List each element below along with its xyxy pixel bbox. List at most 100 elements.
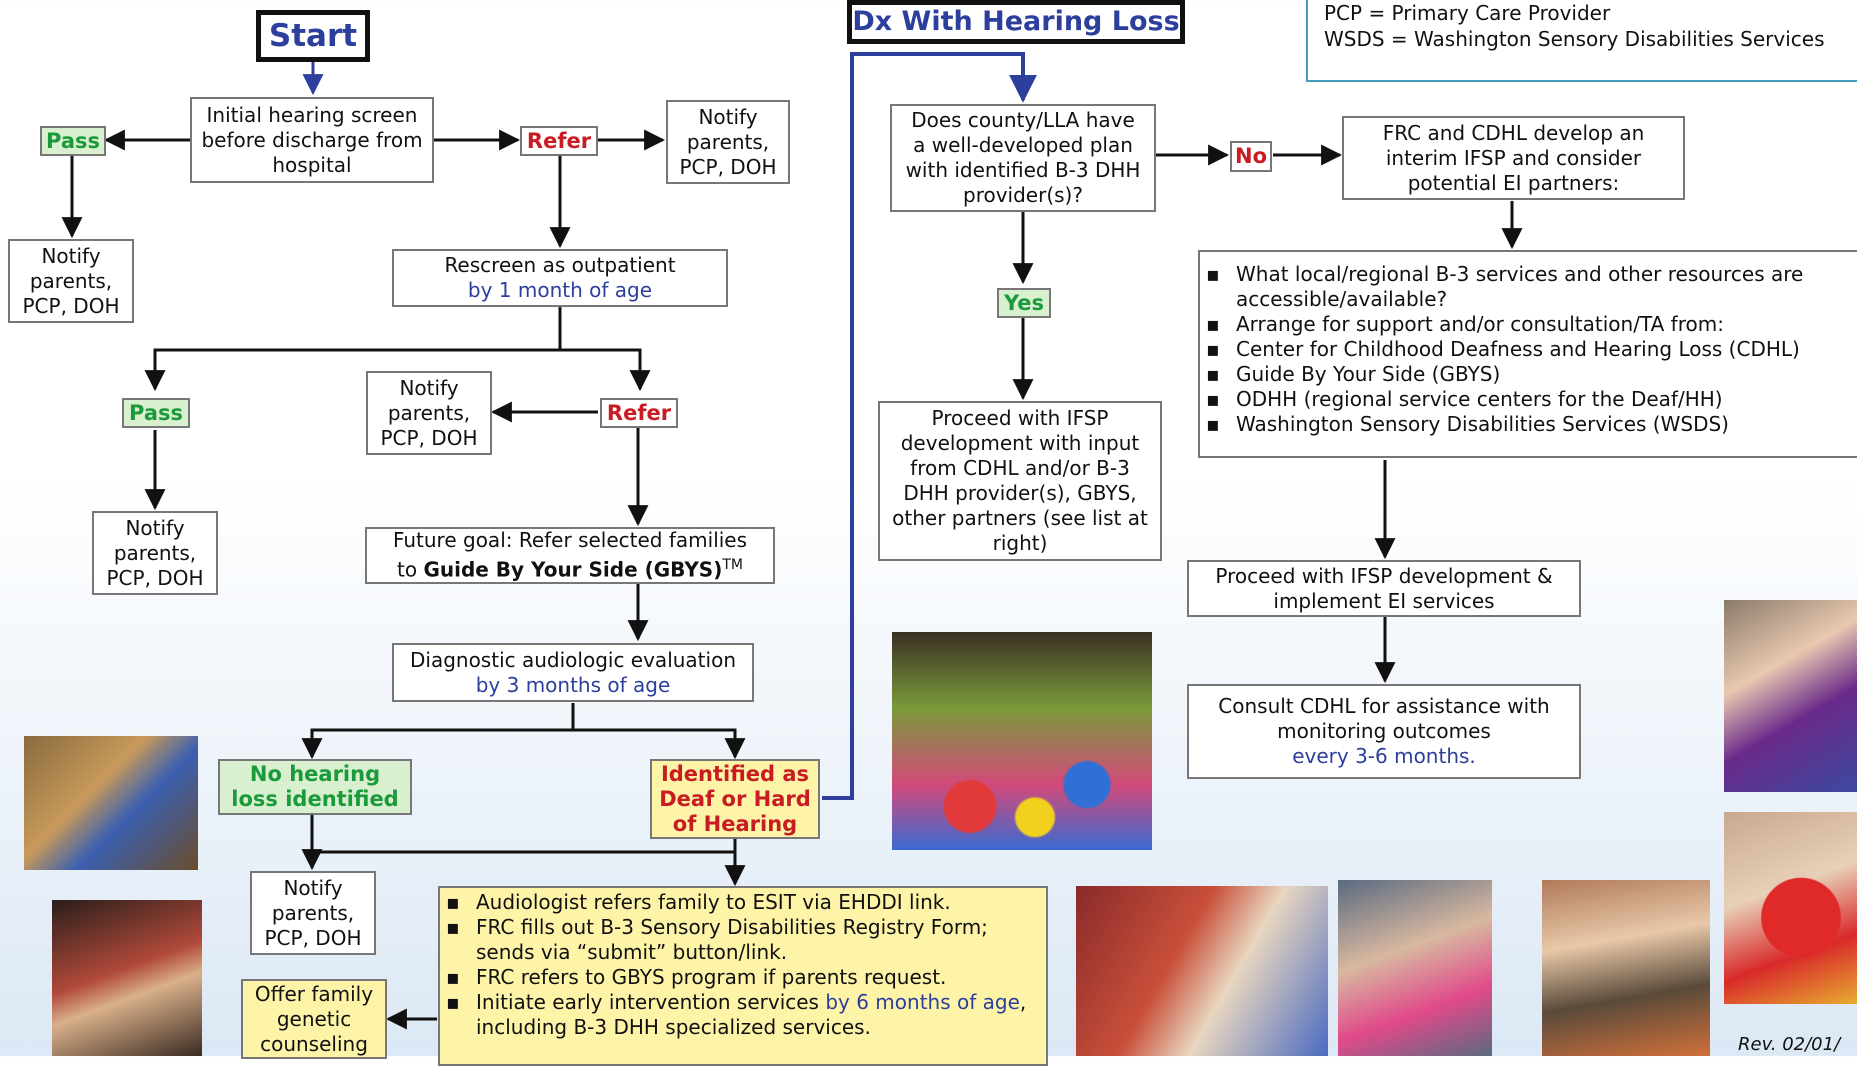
resources-list: What local/regional B-3 services and oth… [1202, 262, 1857, 437]
notify-line: Notify [125, 515, 185, 540]
proceed-ifsp-with-input-box: Proceed with IFSP development with input… [878, 401, 1162, 561]
notify-line: parents, [113, 540, 197, 565]
resource-item: Center for Childhood Deafness and Hearin… [1202, 337, 1857, 362]
pass-badge-1: Pass [40, 126, 106, 156]
identified-line: Identified as [660, 761, 810, 786]
notify-box-refer2: Notify parents, PCP, DOH [366, 371, 492, 455]
resource-item: Arrange for support and/or consultation/… [1202, 312, 1857, 337]
question-line: a well-developed plan [913, 133, 1133, 157]
trademark-mark: TM [722, 557, 743, 574]
notify-line: Notify [283, 875, 343, 900]
notify-line: PCP, DOH [264, 925, 362, 950]
notify-box-noloss: Notify parents, PCP, DOH [250, 871, 376, 955]
implement-line: Proceed with IFSP development & [1215, 563, 1553, 588]
notify-line: PCP, DOH [380, 425, 478, 450]
initial-screen-line: hospital [272, 152, 352, 177]
photo-rubber-duck [1724, 812, 1857, 1004]
photo-girl-drawing [24, 736, 198, 870]
genetic-line: counseling [260, 1031, 368, 1056]
photo-toddler-toy [1542, 880, 1710, 1056]
identified-dhh-box: Identified as Deaf or Hard of Hearing [650, 759, 820, 839]
consult-line: monitoring outcomes [1277, 719, 1491, 743]
action-item: FRC fills out B-3 Sensory Disabilities R… [442, 915, 1038, 965]
no-badge: No [1230, 141, 1272, 172]
proceed-line: other partners (see list at [892, 506, 1148, 530]
notify-line: parents, [29, 268, 113, 293]
question-line: Does county/LLA have [911, 108, 1135, 132]
notify-line: parents, [271, 900, 355, 925]
initial-screen-line: before discharge from [201, 127, 423, 152]
legend-wsds: WSDS = Washington Sensory Disabilities S… [1324, 27, 1825, 51]
action-text: , including B-3 DHH specialized services… [476, 990, 1027, 1039]
notify-line: PCP, DOH [679, 154, 777, 179]
proceed-ifsp-implement-box: Proceed with IFSP development & implemen… [1187, 560, 1581, 617]
pass-badge-2: Pass [122, 398, 190, 428]
future-goal-prefix: to [397, 557, 424, 582]
legend-pcp: PCP = Primary Care Provider [1324, 1, 1611, 25]
notify-line: Notify [41, 243, 101, 268]
yes-badge: Yes [997, 288, 1051, 318]
action-item: Audiologist refers family to ESIT via EH… [442, 890, 1038, 915]
notify-line: PCP, DOH [106, 565, 204, 590]
action-text: Audiologist refers family to ESIT via EH… [476, 890, 951, 914]
proceed-line: right) [992, 531, 1048, 555]
diagnostic-line: Diagnostic audiologic evaluation [409, 647, 736, 672]
resource-item: ODHH (regional service centers for the D… [1202, 387, 1857, 412]
no-hearing-loss-box: No hearing loss identified [218, 759, 412, 815]
interim-line: potential EI partners: [1407, 170, 1620, 195]
photo-family-toys [1076, 886, 1328, 1056]
question-line: provider(s)? [963, 183, 1083, 207]
interim-line: interim IFSP and consider [1385, 145, 1642, 170]
consult-line: Consult CDHL for assistance with [1218, 694, 1550, 718]
resource-item: Guide By Your Side (GBYS) [1202, 362, 1857, 387]
resources-list-box: What local/regional B-3 services and oth… [1198, 250, 1857, 458]
photo-baby-with-mother [1724, 600, 1857, 792]
notify-line: PCP, DOH [22, 293, 120, 318]
refer-badge-1: Refer [520, 126, 598, 156]
resource-item: Washington Sensory Disabilities Services… [1202, 412, 1857, 437]
genetic-counseling-box: Offer family genetic counseling [241, 979, 387, 1059]
revision-date: Rev. 02/01/ [1738, 1034, 1841, 1055]
initial-screen-line: Initial hearing screen [206, 102, 418, 127]
abbreviation-legend: PCP = Primary Care Provider WSDS = Washi… [1306, 0, 1857, 82]
rescreen-box: Rescreen as outpatient by 1 month of age [392, 249, 728, 307]
no-loss-line: No hearing [249, 762, 381, 786]
action-text: Initiate early intervention services [476, 990, 826, 1014]
notify-box-pass2: Notify parents, PCP, DOH [92, 511, 218, 595]
future-goal-box: Future goal: Refer selected families to … [365, 527, 775, 584]
initial-hearing-screen-box: Initial hearing screen before discharge … [190, 97, 434, 183]
proceed-line: Proceed with IFSP [931, 406, 1109, 430]
dx-title: Dx With Hearing Loss [847, 0, 1185, 44]
genetic-line: Offer family [254, 981, 374, 1006]
interim-line: FRC and CDHL develop an [1382, 120, 1645, 145]
notify-box-refer1: Notify parents, PCP, DOH [666, 100, 790, 184]
action-text: FRC fills out B-3 Sensory Disabilities R… [476, 915, 988, 964]
proceed-line: DHH provider(s), GBYS, [903, 481, 1137, 505]
action-item: FRC refers to GBYS program if parents re… [442, 965, 1038, 990]
action-item: Initiate early intervention services by … [442, 990, 1038, 1040]
start-title: Start [256, 10, 370, 62]
question-line: with identified B-3 DHH [905, 158, 1141, 182]
identified-line: Deaf or Hard [659, 786, 811, 811]
future-goal-line: Future goal: Refer selected families [392, 528, 748, 553]
photo-two-girls [52, 900, 202, 1056]
action-text: FRC refers to GBYS program if parents re… [476, 965, 947, 989]
notify-line: parents, [686, 129, 770, 154]
rescreen-deadline: by 1 month of age [467, 278, 653, 302]
county-plan-question-box: Does county/LLA have a well-developed pl… [890, 104, 1156, 212]
action-deadline: by 6 months of age [825, 990, 1020, 1014]
consult-frequency: every 3-6 months. [1292, 744, 1476, 768]
identified-line: of Hearing [672, 811, 798, 836]
no-loss-line: loss identified [231, 787, 399, 811]
early-intervention-actions-box: Audiologist refers family to ESIT via EH… [438, 886, 1048, 1066]
diagnostic-evaluation-box: Diagnostic audiologic evaluation by 3 mo… [392, 643, 754, 702]
proceed-line: from CDHL and/or B-3 [910, 456, 1130, 480]
notify-line: parents, [387, 400, 471, 425]
proceed-line: development with input [900, 431, 1140, 455]
action-list: Audiologist refers family to ESIT via EH… [442, 890, 1038, 1040]
future-goal-line2: to Guide By Your Side (GBYS)TM [397, 553, 743, 583]
notify-line: Notify [698, 104, 758, 129]
photo-baby-crawling [1338, 880, 1492, 1056]
resource-item: What local/regional B-3 services and oth… [1202, 262, 1857, 312]
diagnostic-deadline: by 3 months of age [475, 672, 671, 697]
